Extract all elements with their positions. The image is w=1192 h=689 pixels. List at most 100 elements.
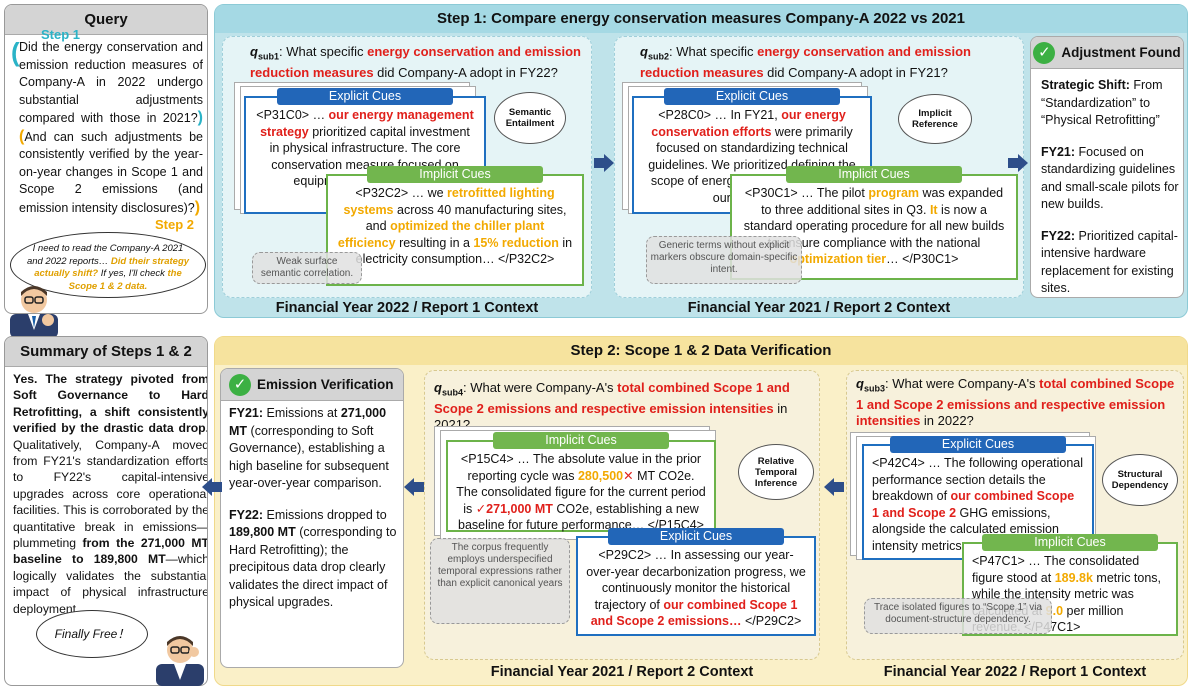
sub2-implicit-org1: program: [868, 186, 920, 200]
adjustment-header: ✓Adjustment Found: [1031, 37, 1183, 69]
sub3-explicit-header: Explicit Cues: [890, 436, 1066, 453]
adjustment-panel: ✓Adjustment Found Strategic Shift: From …: [1030, 36, 1184, 298]
sub4-q-sub: sub4: [441, 387, 463, 398]
sub3-q-red: total combined Scope 1 and Scope 2 emiss…: [856, 376, 1175, 428]
sub2-q-label: q: [640, 44, 648, 59]
sub3-implicit-org1: 189.8k: [1054, 570, 1093, 585]
em-fy21-a: Emissions at: [263, 406, 341, 420]
sub1-explicit-a: …: [309, 108, 329, 122]
sub2-q-red: energy conservation and emission reducti…: [640, 44, 971, 80]
sub1-q-b: did Company-A adopt in FY22?: [373, 64, 558, 80]
arrow-left-icon: [824, 478, 844, 496]
arrow-left-icon: [202, 478, 222, 496]
arrow-right-icon: [594, 154, 614, 172]
sub2-bubble: Implicit Reference: [898, 94, 972, 144]
sub2-note: Generic terms without explicit markers o…: [646, 236, 802, 284]
fy21-label: FY21:: [1041, 144, 1076, 159]
sub1-implicit-b: across 40 manufacturing sites, and: [365, 202, 567, 234]
sub1-implicit-c: resulting in a: [395, 235, 474, 250]
sub4-implicit-org: 280,500: [577, 468, 624, 483]
summary-bold: Yes. The strategy pivoted from Soft Gove…: [13, 372, 208, 436]
fy21-text: Focused on standardizing guidelines and …: [1041, 144, 1179, 212]
summary-text: Yes. The strategy pivoted from Soft Gove…: [13, 371, 208, 617]
arrow-right-icon: [1008, 154, 1028, 172]
sub1-implicit-a: … we: [408, 186, 448, 200]
summary-title: Summary of Steps 1 & 2: [5, 337, 207, 367]
sub2-explicit-ref: <P28C0>: [658, 108, 712, 122]
sub2-explicit-red: our energy conservation efforts: [651, 108, 846, 139]
sub1-q-red: energy conservation and emission reducti…: [250, 44, 581, 80]
sub1-q-label: q: [250, 44, 258, 59]
sub4-note: The corpus frequently employs underspeci…: [430, 538, 570, 624]
sub2-context: Financial Year 2021 / Report 2 Context: [687, 300, 951, 316]
sub1-context: Financial Year 2022 / Report 1 Context: [275, 300, 539, 316]
sub4-q-label: q: [434, 380, 442, 395]
sub1-implicit-cue: Implicit Cues <P32C2> … we retrofitted l…: [326, 166, 584, 286]
sub4-implicit-ref: <P15C4>: [460, 452, 514, 466]
sub4-explicit-b: </P29C2>: [741, 614, 802, 628]
sub3-q-b: in 2022?: [920, 412, 974, 428]
sub4-implicit-a: … The absolute value in the prior report…: [467, 452, 702, 483]
emission-body: FY21: Emissions at 271,000 MT (correspon…: [229, 405, 401, 612]
emission-header: ✓ Emission Verification: [221, 369, 403, 401]
em-fy22-label: FY22:: [229, 507, 264, 522]
sub2-implicit-b: was expanded to three additional sites i…: [761, 186, 1004, 217]
sub3-explicit-red: our combined Scope 1 and Scope 2: [872, 489, 1075, 520]
thought-text-c: If yes, I'll check: [100, 268, 165, 279]
sub3-explicit-ref: <P42C4>: [872, 456, 925, 470]
sub3-explicit-b: GHG emissions, alongside the calculated …: [872, 505, 1059, 553]
sub4-q-a: : What were Company-A's: [462, 380, 618, 395]
sub3-question: qsub3: What were Company-A's total combi…: [856, 376, 1182, 429]
query-text-part2: And can such adjustments be consistently…: [19, 129, 203, 215]
sub3-q-sub: sub3: [863, 383, 885, 394]
sub2-implicit-d: … </P30C1>: [886, 252, 959, 266]
thought-text-a: I need to read the Company-A 2021 and 20…: [26, 243, 184, 267]
sub2-implicit-c: is now a standard operating procedure fo…: [743, 202, 1005, 250]
sub3-bubble: Structural Dependency: [1102, 454, 1178, 506]
sub4-implicit-red: 271,000 MT: [486, 501, 553, 516]
emission-title: Emission Verification: [257, 377, 394, 392]
thought-text-d: the Scope 1 & 2 data.: [68, 268, 182, 292]
sub2-q-a: : What specific: [668, 44, 758, 59]
sub3-explicit-a: … The following operational performance …: [872, 456, 1084, 503]
sub1-implicit-org1: retrofitted lighting systems: [343, 186, 555, 217]
sub3-implicit-header: Implicit Cues: [982, 534, 1158, 551]
fy22-label: FY22:: [1041, 228, 1076, 243]
step1-bracket: (: [11, 37, 20, 67]
sub2-implicit-header: Implicit Cues: [786, 166, 962, 183]
sub2-q-b: did Company-A adopt in FY21?: [763, 64, 948, 80]
speech-bubble: Finally Free！: [36, 610, 148, 658]
em-fy21-label: FY21:: [229, 406, 264, 420]
adjustment-body: Strategic Shift: From “Standardization” …: [1041, 77, 1181, 297]
step2-title: Step 2: Scope 1 & 2 Data Verification: [215, 337, 1187, 365]
shift-text: From “Standardization” to “Physical Retr…: [1041, 78, 1163, 127]
adjustment-title: Adjustment Found: [1061, 45, 1181, 60]
sub3-q-a: : What were Company-A's: [884, 376, 1040, 391]
check-icon: ✓: [229, 374, 251, 397]
relaxed-person-icon: [156, 636, 204, 686]
query-title: Query: [5, 5, 207, 35]
shift-label: Strategic Shift:: [1041, 78, 1130, 92]
sub3-implicit-ref: <P47C1>: [972, 554, 1025, 568]
sub1-implicit-org3: 15% reduction: [473, 235, 559, 250]
sub4-explicit-header: Explicit Cues: [608, 528, 784, 545]
sub4-explicit-a: … In assessing our year-over-year decarb…: [586, 548, 806, 612]
query-text: Did the energy conservation and emission…: [19, 40, 203, 216]
sub2-q-sub: sub2: [647, 51, 669, 62]
sub3-implicit-a: … The consolidated figure stood at: [972, 554, 1140, 585]
sub2-implicit-a: … The pilot: [797, 186, 869, 200]
sub1-explicit-ref: <P31C0>: [256, 108, 310, 122]
sub3-q-label: q: [856, 376, 864, 391]
sub1-bubble: Semantic Entailment: [494, 92, 566, 144]
sub4-implicit-header: Implicit Cues: [493, 432, 669, 449]
sub1-implicit-org2: optimized the chiller plant efficiency: [337, 219, 545, 250]
sub3-context: Financial Year 2022 / Report 1 Context: [883, 664, 1147, 680]
step1-tag: Step 1: [41, 27, 81, 42]
sub4-q-red: total combined Scope 1 and Scope 2 emiss…: [434, 380, 790, 416]
sub4-implicit-cue: Implicit Cues <P15C4> … The absolute val…: [446, 432, 716, 532]
sub1-q-a: : What specific: [278, 44, 368, 59]
sub4-implicit-b: MT CO2e. The consolidated figure for the…: [456, 468, 706, 516]
sub1-note: Weak surface semantic correlation.: [252, 252, 362, 284]
sub1-implicit-d: in electricity consumption… </P32C2>: [355, 235, 573, 267]
sub2-implicit-org3: optimization tier: [789, 252, 887, 266]
